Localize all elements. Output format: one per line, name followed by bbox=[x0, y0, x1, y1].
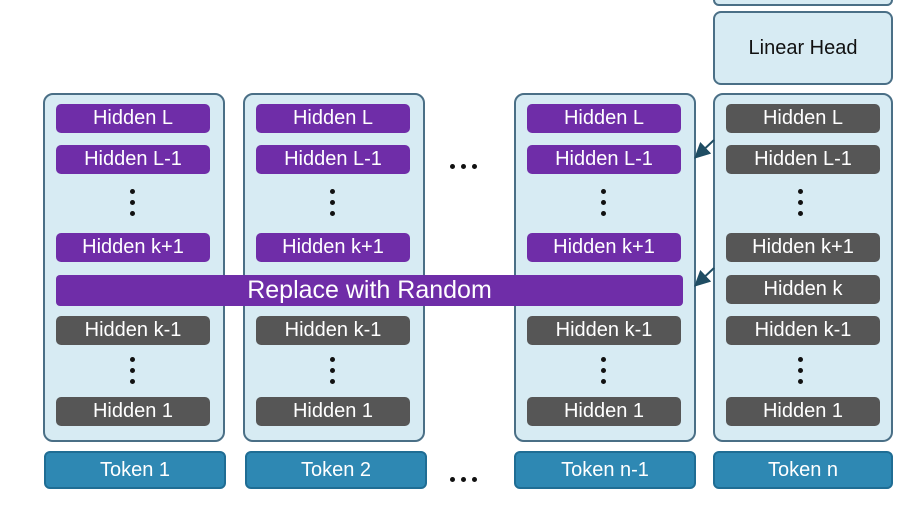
hidden-layer-block: Hidden k-1 bbox=[527, 316, 681, 345]
hidden-layer-block: Hidden L bbox=[527, 104, 681, 133]
token-box: Token n-1 bbox=[514, 451, 696, 489]
hidden-layer-block: Hidden k-1 bbox=[726, 316, 880, 345]
replace-with-random-banner: Replace with Random bbox=[56, 275, 683, 306]
hidden-layer-block: Hidden L-1 bbox=[256, 145, 410, 174]
arrow-to-replaced-layer bbox=[694, 267, 715, 287]
token-box: Token n bbox=[713, 451, 893, 489]
vertical-ellipsis bbox=[328, 357, 336, 390]
hidden-layer-block: Hidden k+1 bbox=[726, 233, 880, 262]
hidden-layer-block: Hidden L bbox=[56, 104, 210, 133]
hidden-layer-block: Hidden k-1 bbox=[56, 316, 210, 345]
vertical-ellipsis bbox=[796, 189, 804, 222]
vertical-ellipsis bbox=[128, 189, 136, 222]
vertical-ellipsis bbox=[599, 189, 607, 222]
hidden-layer-block: Hidden L-1 bbox=[56, 145, 210, 174]
hidden-layer-block: Hidden 1 bbox=[256, 397, 410, 426]
horizontal-ellipsis bbox=[450, 469, 483, 482]
vertical-ellipsis bbox=[128, 357, 136, 390]
token-box: Token 2 bbox=[245, 451, 427, 489]
token-box: Token 1 bbox=[44, 451, 226, 489]
hidden-layer-block: Hidden L bbox=[256, 104, 410, 133]
hidden-layer-block: Hidden L bbox=[726, 104, 880, 133]
hidden-layer-block: Hidden k-1 bbox=[256, 316, 410, 345]
hidden-layer-block: Hidden 1 bbox=[56, 397, 210, 426]
hidden-layer-block: Hidden k+1 bbox=[56, 233, 210, 262]
linear-head: Linear Head bbox=[713, 11, 893, 85]
hidden-layer-block: Hidden 1 bbox=[527, 397, 681, 426]
hidden-layer-block: Hidden L-1 bbox=[726, 145, 880, 174]
hidden-layer-block: Hidden k bbox=[726, 275, 880, 304]
vertical-ellipsis bbox=[796, 357, 804, 390]
hidden-layer-block: Hidden L-1 bbox=[527, 145, 681, 174]
hidden-layer-block: Hidden 1 bbox=[726, 397, 880, 426]
horizontal-ellipsis bbox=[450, 156, 483, 169]
arrow-to-hidden-l-1 bbox=[694, 139, 715, 159]
vertical-ellipsis bbox=[328, 189, 336, 222]
hidden-layer-block: Hidden k+1 bbox=[256, 233, 410, 262]
hidden-layer-block: Hidden k+1 bbox=[527, 233, 681, 262]
vertical-ellipsis bbox=[599, 357, 607, 390]
linear-head-top-edge bbox=[713, 0, 893, 6]
